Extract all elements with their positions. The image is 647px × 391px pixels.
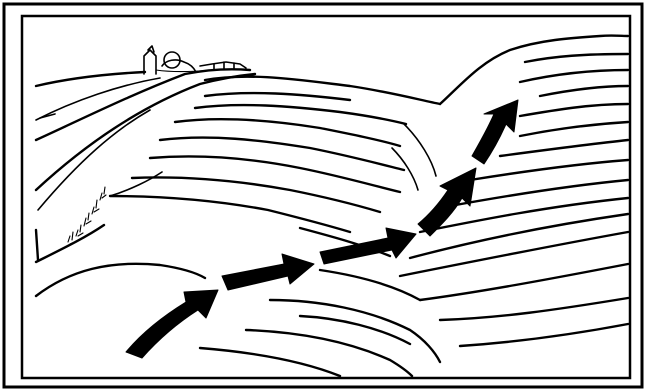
flow-arrow-icon	[417, 167, 477, 237]
terrace-contours	[108, 75, 442, 234]
valley-contours	[198, 123, 442, 378]
flow-arrow-icon	[471, 99, 519, 165]
inner-frame	[20, 14, 632, 380]
flow-arrow-icon	[221, 253, 315, 291]
flow-arrow-icon	[319, 227, 417, 265]
shrub-tufts	[67, 186, 107, 245]
flow-arrows	[125, 99, 519, 359]
farmstead-icon	[143, 45, 247, 75]
right-hill-contours	[398, 34, 630, 348]
flow-arrow-icon	[125, 289, 219, 359]
